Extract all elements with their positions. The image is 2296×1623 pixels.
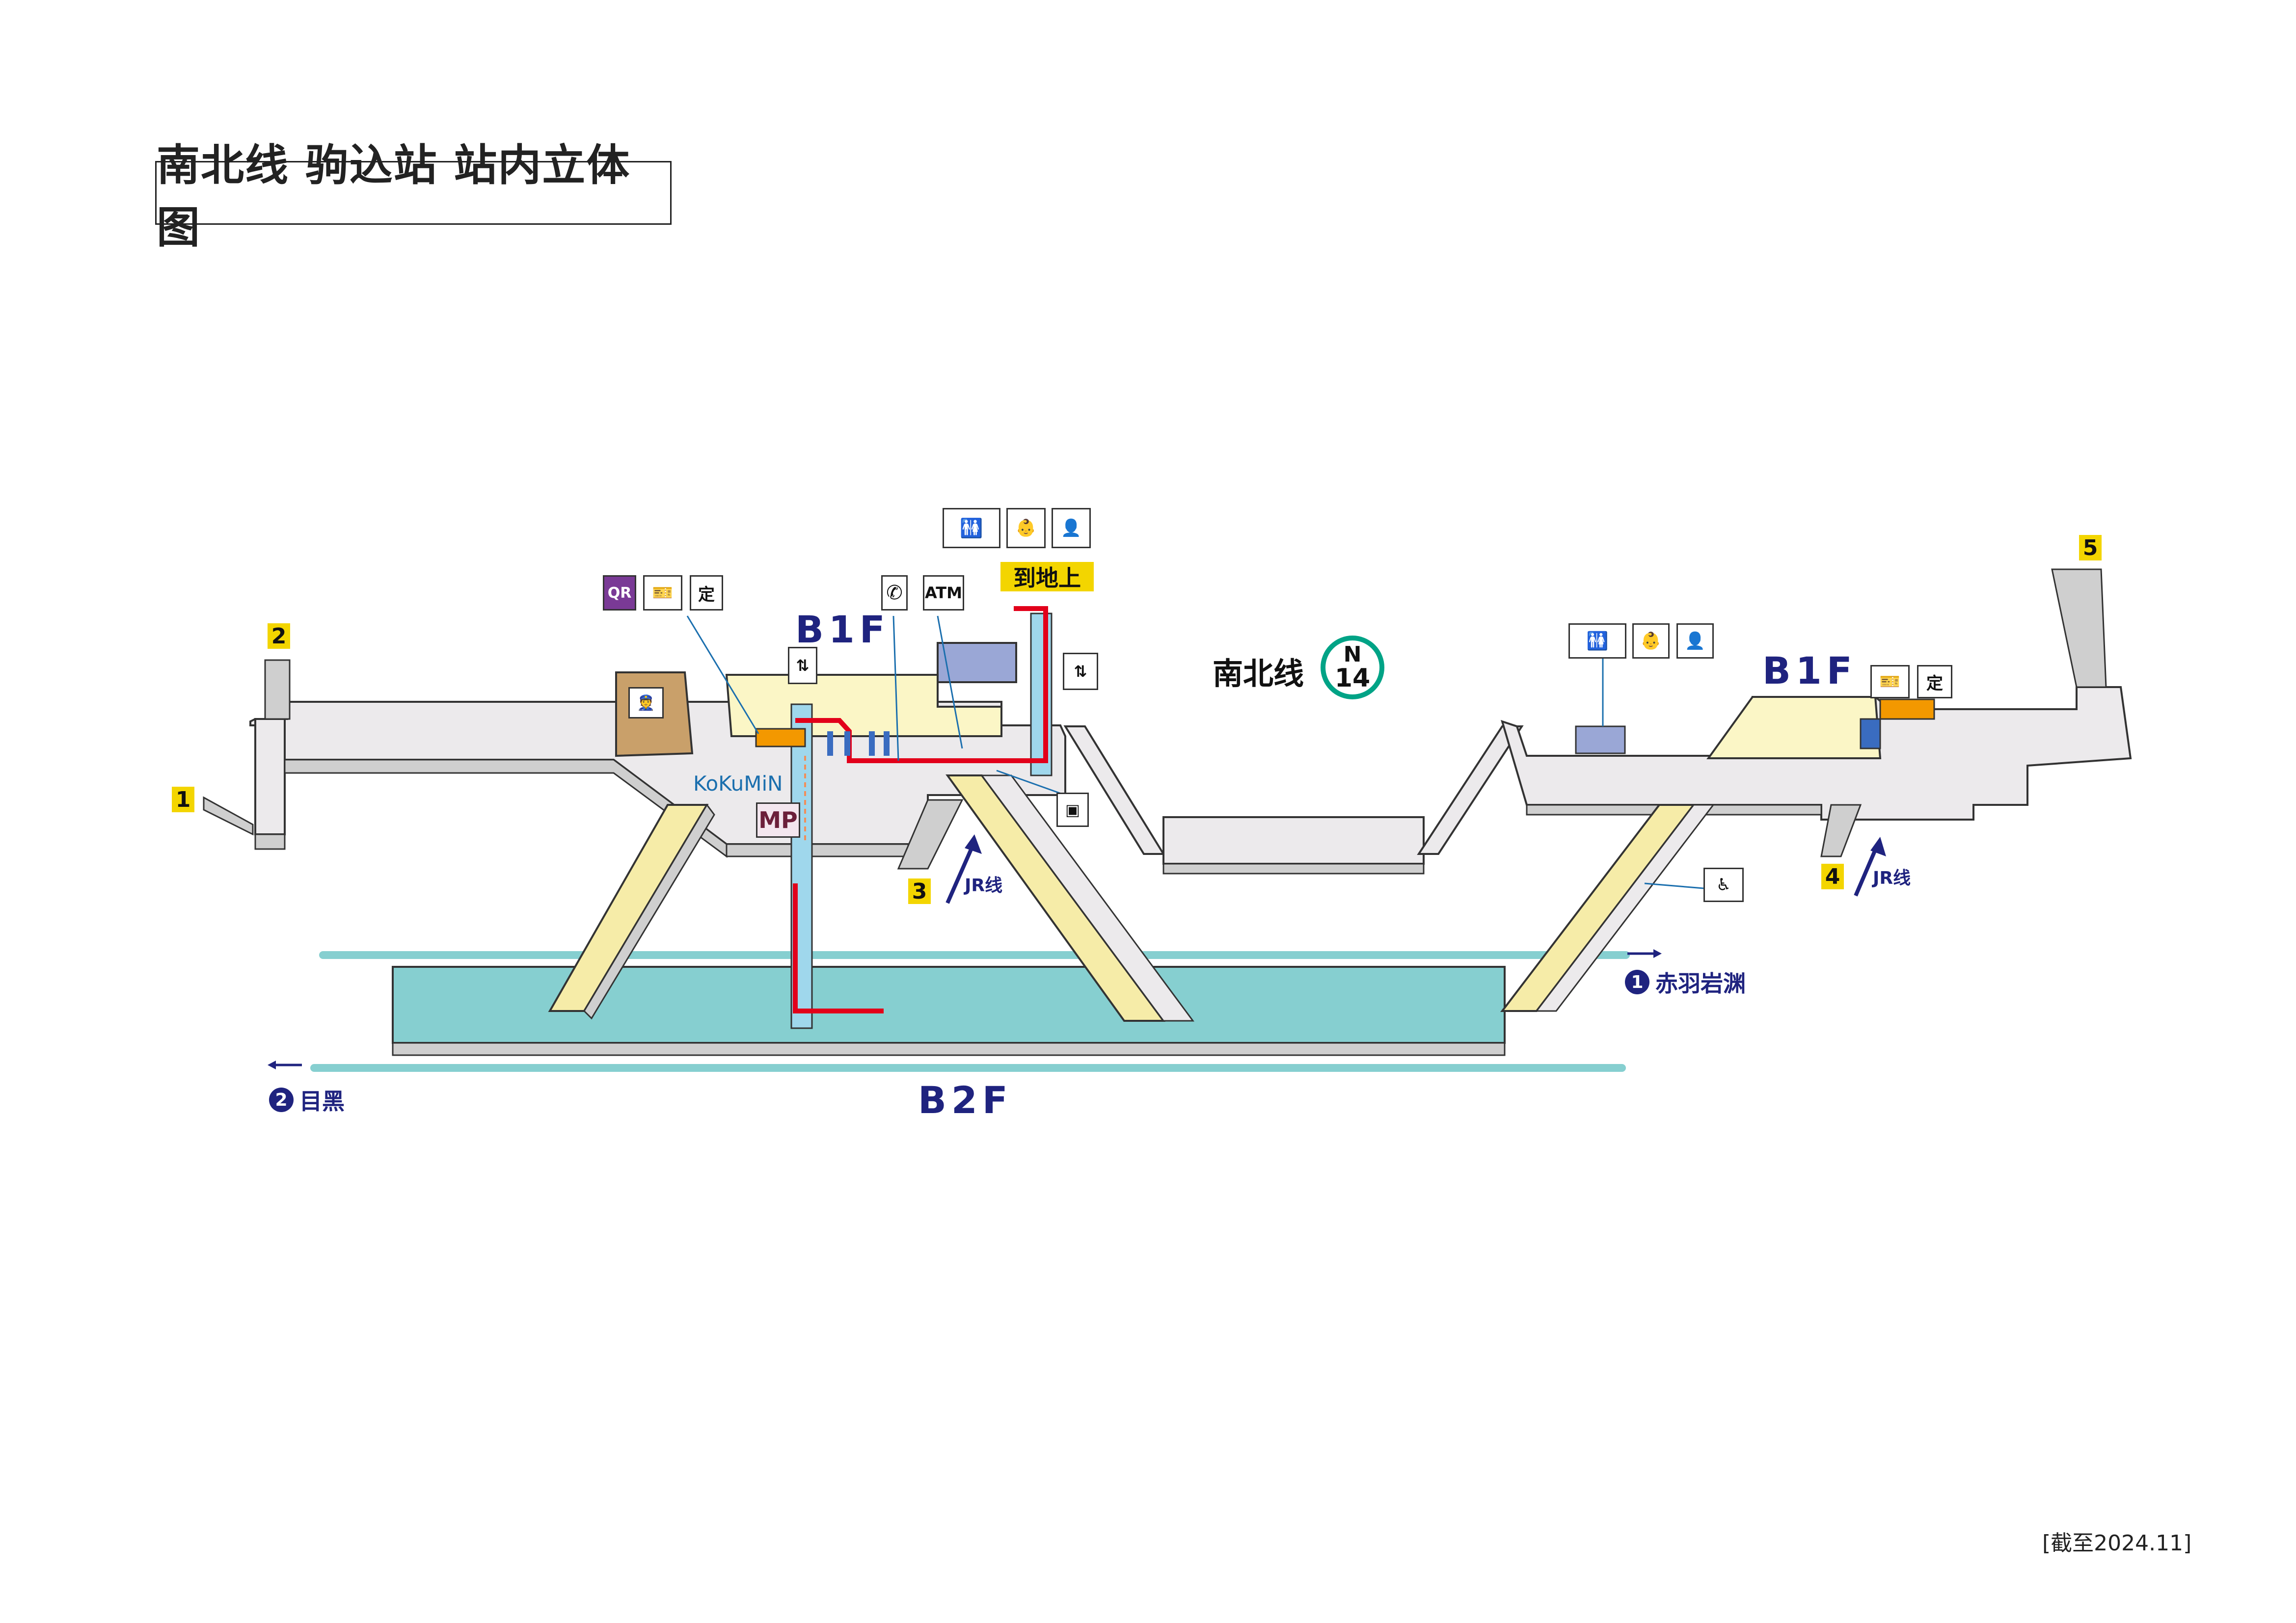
track-south	[310, 1064, 1626, 1072]
mp-pharmacy-icon: MP	[756, 802, 800, 838]
qr-icon: QR	[603, 575, 636, 611]
exit-1-badge: 1	[172, 787, 194, 812]
to-ground-badge: 到地上	[1000, 562, 1094, 591]
b2f-platform	[310, 951, 1630, 1072]
ticket-office-icon: 🎫	[643, 575, 682, 611]
exit-2-badge: 2	[268, 623, 290, 649]
kokumin-label: KoKuMiN	[693, 772, 783, 796]
direction-akabane-label: 赤羽岩渊	[1655, 970, 1746, 997]
line-name: 南北线	[1213, 656, 1304, 692]
exit-3-badge: 3	[908, 878, 931, 904]
as-of-note: [截至2024.11]	[2042, 1531, 2192, 1556]
coin-locker-icon: ▣	[1056, 793, 1089, 827]
ticket-machine-left	[755, 728, 806, 747]
escalator-exit-3	[897, 799, 964, 870]
shop-box	[937, 642, 1017, 683]
arrow-akabane	[1627, 949, 1662, 958]
arrow-meguro	[268, 1061, 302, 1069]
multipurpose-icon: 👤	[1052, 508, 1091, 548]
line-code-number: 14	[1334, 664, 1371, 693]
exit-5-badge: 5	[2079, 535, 2102, 560]
station-office-icon: 👮	[628, 687, 664, 718]
leader-lines	[686, 615, 1704, 889]
line-code-badge: N 14	[1321, 636, 1384, 699]
floor-label-b1f-right: B1F	[1762, 649, 1857, 692]
commuter-pass-icon-right: 定	[1917, 665, 1952, 698]
fare-gate-right	[1860, 718, 1881, 749]
baby-room-icon: 👶	[1006, 508, 1046, 548]
accessible-route-lower	[793, 883, 884, 1013]
direction-meguro-label: 目黑	[299, 1088, 345, 1115]
multipurpose-icon-right: 👤	[1676, 623, 1714, 659]
restroom-icon-right: 🚻	[1568, 623, 1626, 659]
elevator-icon-left: ⇅	[788, 647, 817, 684]
telephone-icon: ✆	[881, 575, 908, 611]
direction-akabane-num: 1	[1625, 970, 1649, 994]
exit-4-badge: 4	[1821, 864, 1844, 889]
direction-meguro-num: 2	[269, 1088, 294, 1112]
direction-akabane: 1 赤羽岩渊	[1625, 966, 1746, 998]
line-code-letter: N	[1343, 642, 1362, 667]
floor-label-b1f-left: B1F	[795, 608, 890, 651]
direction-meguro: 2 目黑	[269, 1084, 345, 1116]
stairs-middle	[1063, 725, 1524, 875]
ticket-office-icon-right: 🎫	[1870, 665, 1910, 698]
jr-label-left: JR线	[965, 876, 1003, 896]
b1f-concourse-right	[1501, 568, 2132, 857]
stairs-left	[548, 774, 1194, 1022]
elevator-icon-right: ⇅	[1063, 653, 1098, 690]
atm-icon: ATM	[923, 575, 964, 611]
jr-arrow-left	[945, 834, 982, 904]
elevator-shaft-right	[1030, 612, 1053, 776]
page-title: 南北线 驹込站 站内立体图	[155, 140, 672, 253]
baby-room-icon-right: 👶	[1632, 623, 1670, 659]
accessible-route-upper	[795, 606, 1048, 763]
restroom-icon: 🚻	[943, 508, 1000, 548]
wheelchair-escalator-icon: ♿	[1703, 868, 1744, 902]
track-north	[319, 951, 1630, 959]
ticket-machine-right	[1879, 698, 1935, 720]
jr-label-right: JR线	[1873, 868, 1911, 888]
commuter-pass-icon: 定	[690, 575, 723, 611]
jr-arrow-right	[1854, 837, 1886, 897]
floor-label-b2f: B2F	[918, 1078, 1013, 1122]
shop-box-right	[1575, 725, 1626, 754]
fare-gates-left	[827, 731, 890, 756]
stairs-right	[1500, 804, 1715, 1012]
